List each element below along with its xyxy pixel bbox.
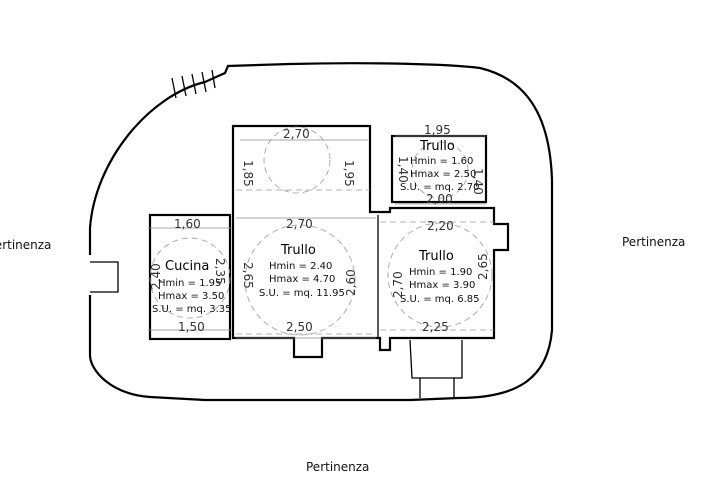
trullo-small-dim-bottom: 2,00	[426, 192, 453, 206]
trullo-center-hmin: Hmin = 2.40	[269, 261, 332, 272]
trullo-right-hmax: Hmax = 3.90	[409, 280, 475, 291]
trullo-main-walls	[231, 124, 510, 359]
cucina-dim-right: 2,35	[213, 258, 227, 285]
label-pertinenza-right: Pertinenza	[622, 235, 685, 249]
label-pertinenza-bottom: Pertinenza	[306, 460, 369, 474]
trullo-small-hmax: Hmax = 2.50	[410, 169, 476, 180]
trullo-center-dim-bottom: 2,50	[286, 320, 313, 334]
trullo-center-dim-left: 2,65	[241, 262, 255, 289]
cucina-dim-top: 1,60	[174, 217, 201, 231]
trullo-center-dim-top: 2,70	[286, 217, 313, 231]
cucina-dim-left: 2,40	[149, 263, 163, 290]
trullo-small-hmin: Hmin = 1.60	[410, 156, 473, 167]
trullo-right-dim-left: 2,70	[391, 271, 405, 298]
rear-exit	[409, 339, 463, 398]
trullo-small-su: S.U. = mq. 2.70	[400, 182, 479, 193]
label-pertinenza-left: Pertinenza	[0, 238, 51, 252]
trullo-right-su: S.U. = mq. 6.85	[400, 294, 479, 305]
trullo-small-dim-right: 1,40	[471, 168, 485, 195]
cucina-hmin: Hmin = 1.95	[158, 278, 221, 289]
trullo-right-hmin: Hmin = 1.90	[409, 267, 472, 278]
trullo-center-su: S.U. = mq. 11.95	[259, 288, 345, 299]
trullo-upper-dim-left: 1,85	[241, 160, 255, 187]
trullo-small-name: Trullo	[419, 139, 455, 154]
construction-guides	[148, 126, 494, 339]
trullo-right-dim-top: 2,20	[427, 219, 454, 233]
left-entrance	[90, 261, 119, 293]
cucina-dim-bottom: 1,50	[178, 320, 205, 334]
trullo-upper-dim-right: 1,95	[342, 160, 356, 187]
entrance-steps	[171, 69, 216, 99]
trullo-right-dim-bottom: 2,25	[422, 320, 449, 334]
property-boundary	[88, 62, 554, 402]
trullo-center-dim-right: 2,60	[344, 269, 358, 296]
trullo-center-name: Trullo	[280, 243, 316, 258]
trullo-right-name: Trullo	[418, 249, 454, 264]
trullo-right-dim-right: 2,65	[476, 253, 490, 280]
trullo-upper-dim-top: 2,70	[283, 127, 310, 141]
trullo-center-hmax: Hmax = 4.70	[269, 274, 335, 285]
cucina-hmax: Hmax = 3.50	[158, 291, 224, 302]
cucina-name: Cucina	[165, 259, 209, 274]
trullo-small-dim-top: 1,95	[424, 123, 451, 137]
cucina-su: S.U. = mq. 3.35	[152, 304, 231, 315]
cucina-room	[148, 213, 232, 341]
trullo-small-dim-left: 1,40	[396, 156, 410, 183]
